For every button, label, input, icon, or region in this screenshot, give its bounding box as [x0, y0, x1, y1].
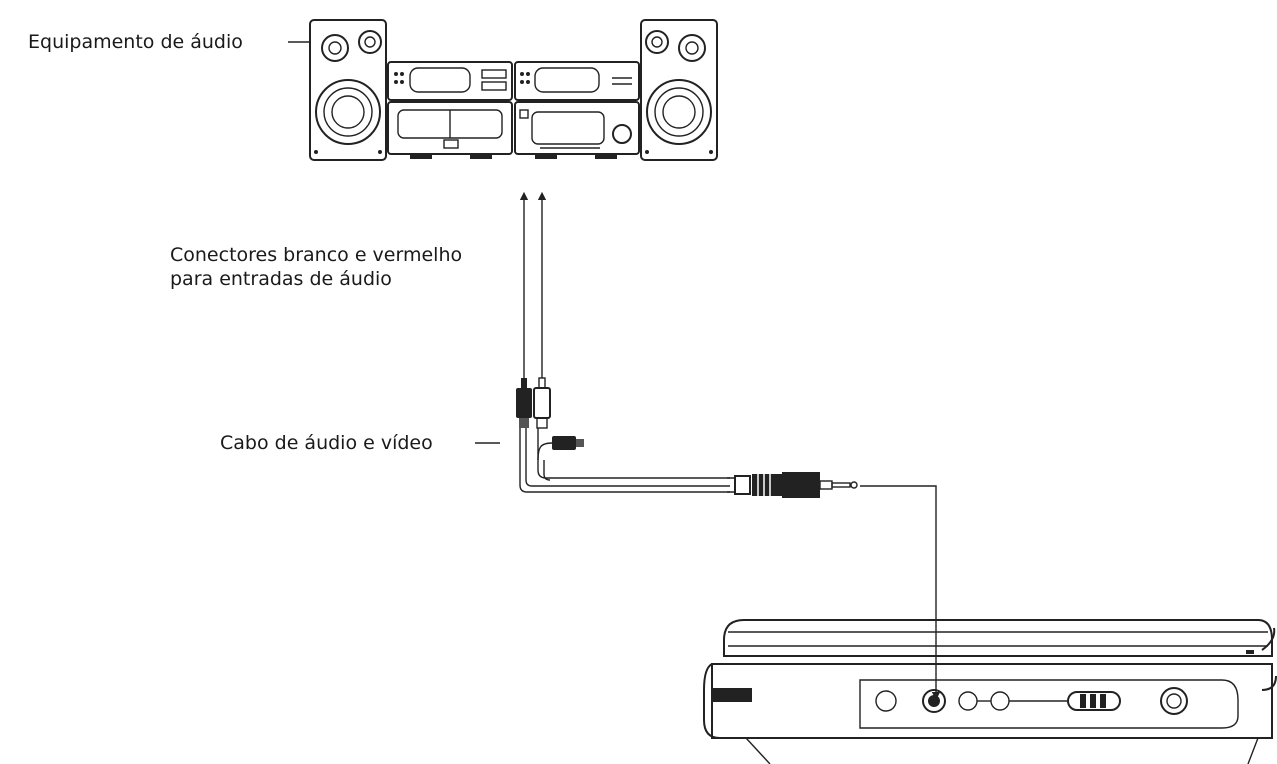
minijack-plug — [752, 472, 858, 498]
portable-dvd-player-icon — [703, 619, 1277, 764]
rca-plug-right — [533, 377, 551, 429]
rca-plug-video — [537, 436, 584, 461]
left-speaker — [309, 19, 387, 161]
jack-connection-arrow — [860, 485, 941, 701]
audio-equipment-label: Equipamento de áudio — [28, 31, 243, 53]
connectors-label-line1: Conectores branco e vermelho — [170, 244, 463, 266]
stereo-system-icon — [309, 19, 718, 161]
central-unit — [387, 61, 640, 159]
connectors-label-line2: para entradas de áudio — [170, 268, 392, 290]
connectors-label: Conectores branco e vermelho para entrad… — [170, 243, 462, 291]
rca-plug-left — [516, 378, 532, 428]
right-speaker — [640, 19, 718, 161]
av-cable-icon — [516, 377, 858, 498]
av-cable-label: Cabo de áudio e vídeo — [220, 432, 433, 454]
